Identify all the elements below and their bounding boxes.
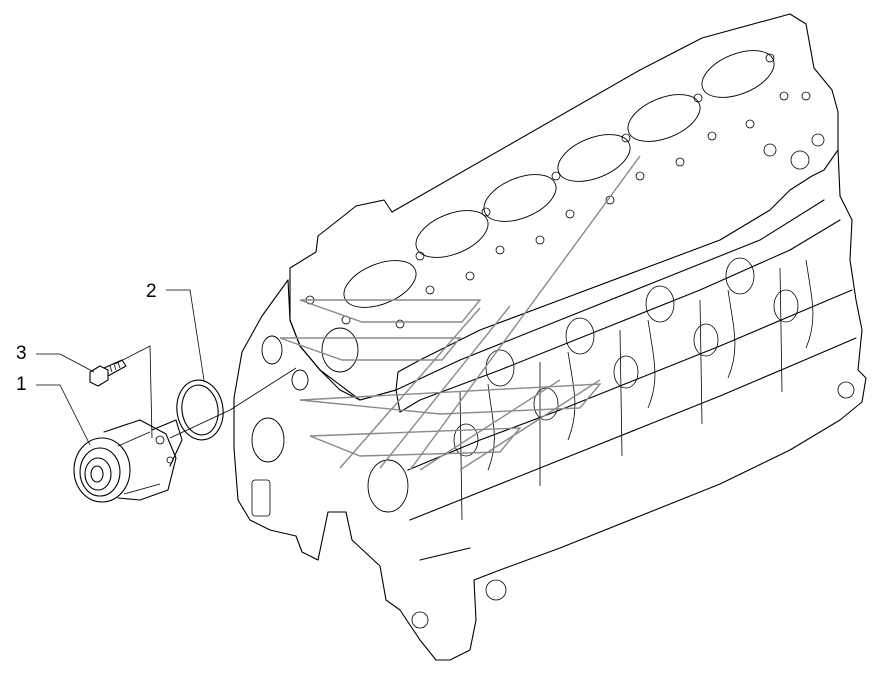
leader-callout-1 — [36, 384, 91, 446]
leader-lines — [36, 289, 297, 446]
engine-block — [233, 13, 867, 661]
bolt-screw — [89, 359, 127, 387]
leader-callout-2 — [166, 289, 205, 381]
watermark-logo — [279, 155, 641, 471]
water-pump — [73, 419, 183, 503]
gasket-ring — [176, 379, 224, 441]
leader-callout-3-bracket — [114, 345, 153, 439]
leader-callout-3 — [36, 353, 95, 373]
callout-label-2: 2 — [146, 281, 157, 302]
callout-label-3: 3 — [16, 343, 27, 364]
callout-label-1: 1 — [16, 374, 27, 395]
